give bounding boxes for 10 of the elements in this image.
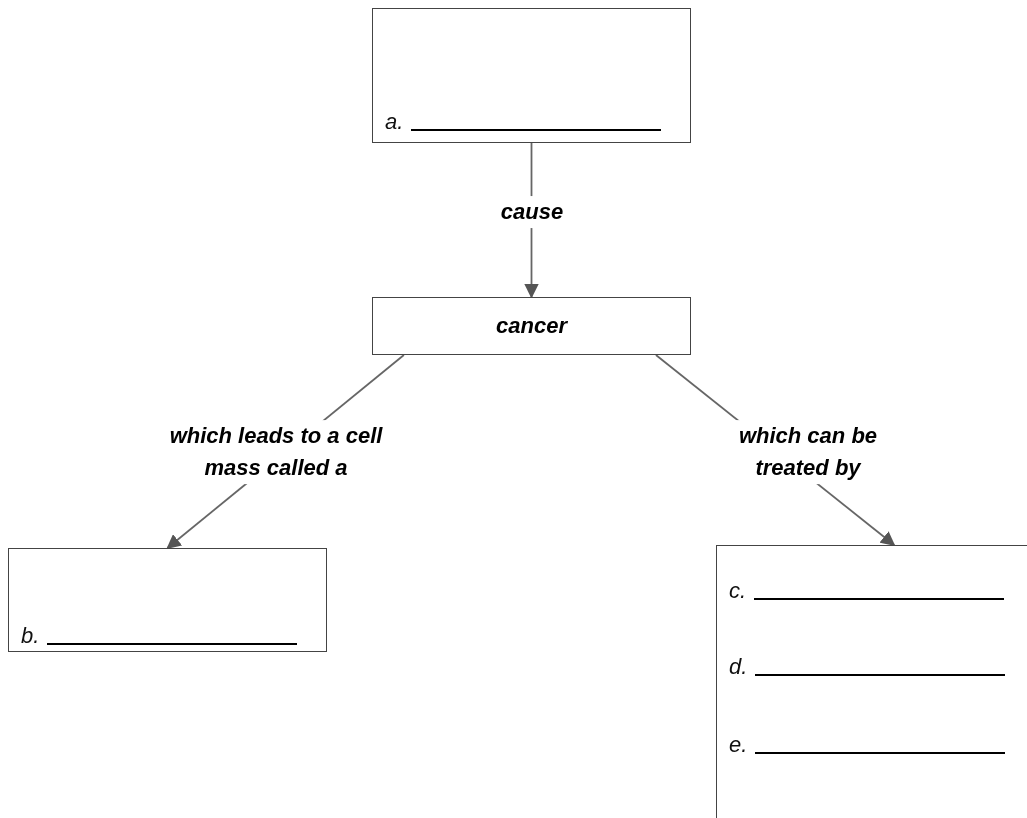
item-letter: d.: [729, 654, 748, 680]
item-letter: e.: [729, 732, 748, 758]
concept-box: [8, 548, 327, 652]
item-letter: a.: [385, 109, 404, 135]
concept-box: [716, 545, 1027, 818]
concept-text: cancer: [496, 313, 567, 339]
item-letter: b.: [21, 623, 40, 649]
item-letter: c.: [729, 578, 747, 604]
concept-box: [372, 8, 691, 143]
concept-box: [372, 297, 691, 355]
